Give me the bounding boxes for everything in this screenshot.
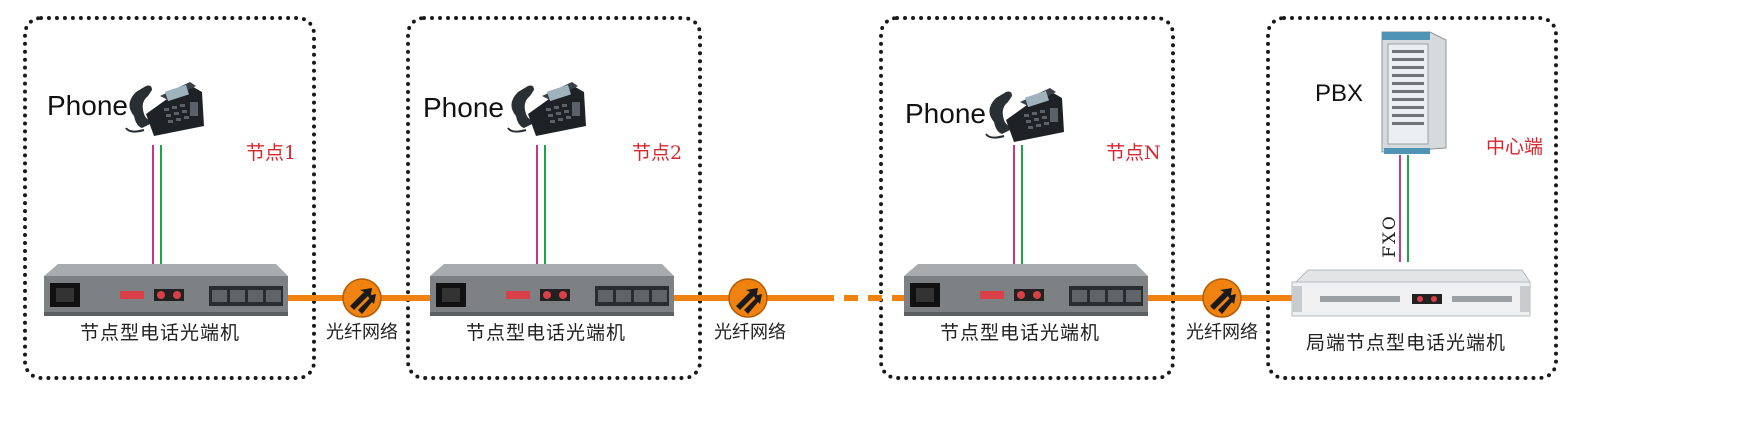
- network-label-3: 光纤网络: [1186, 322, 1258, 343]
- fiber-network-icon: [342, 278, 382, 318]
- device-label-n: 节点型电话光端机: [940, 322, 1101, 344]
- center-device-label: 局端节点型电话光端机: [1306, 332, 1507, 354]
- center-label: 中心端: [1486, 136, 1544, 158]
- phone-label-1: Phone: [47, 90, 128, 121]
- optical-terminal-device: [430, 264, 674, 316]
- device-label-2: 节点型电话光端机: [466, 322, 627, 344]
- network-label-2: 光纤网络: [714, 322, 786, 343]
- device-label-1: 节点型电话光端机: [80, 322, 241, 344]
- phone-icon: [507, 81, 587, 137]
- node-1-region: [23, 16, 316, 380]
- node-label-2: 节点2: [632, 142, 683, 164]
- pbx-cabinet-icon: [1381, 31, 1447, 154]
- center-region: [1266, 16, 1558, 380]
- rack-optical-terminal-device: [1291, 269, 1531, 317]
- optical-terminal-device: [904, 264, 1148, 316]
- phone-label-2: Phone: [423, 92, 504, 123]
- optical-terminal-device: [44, 264, 288, 316]
- node-label-1: 节点1: [246, 142, 297, 164]
- network-label-1: 光纤网络: [326, 322, 398, 343]
- pbx-label: PBX: [1315, 80, 1364, 107]
- phone-wires: [152, 145, 1409, 265]
- node-2-region: [406, 16, 702, 380]
- node-label-n: 节点N: [1106, 142, 1161, 164]
- phone-icon: [125, 81, 205, 137]
- phone-icon: [985, 87, 1065, 143]
- fxo-label: FXO: [1379, 214, 1400, 258]
- node-n-region: [879, 16, 1175, 380]
- phone-label-n: Phone: [905, 98, 986, 129]
- fiber-network-icon: [728, 278, 768, 318]
- fiber-network-icon: [1202, 278, 1242, 318]
